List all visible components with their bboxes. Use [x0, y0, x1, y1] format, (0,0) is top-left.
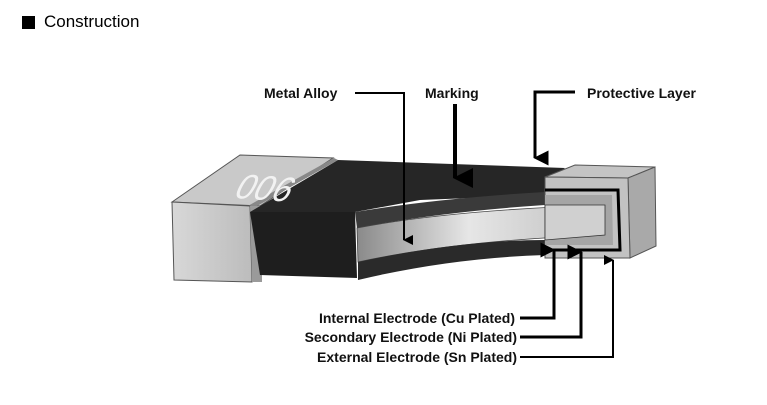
label-metal-alloy: Metal Alloy [264, 85, 338, 101]
label-protective-layer: Protective Layer [587, 85, 696, 101]
resistor-body: 006 [228, 160, 606, 280]
leader-metal-alloy [355, 92, 413, 245]
label-secondary-electrode: Secondary Electrode (Ni Plated) [305, 329, 517, 345]
label-internal-electrode: Internal Electrode (Cu Plated) [319, 310, 515, 326]
label-external-electrode: External Electrode (Sn Plated) [317, 349, 517, 365]
leader-external-electrode [520, 255, 614, 358]
label-marking: Marking [425, 85, 479, 101]
left-terminal [170, 154, 338, 283]
right-terminal [544, 164, 657, 259]
section-heading: Construction [22, 12, 139, 32]
section-title: Construction [44, 12, 140, 31]
leader-protective-layer [533, 90, 575, 166]
leader-internal-electrode [520, 242, 556, 320]
black-square-icon [22, 15, 35, 29]
leader-secondary-electrode [520, 244, 583, 339]
